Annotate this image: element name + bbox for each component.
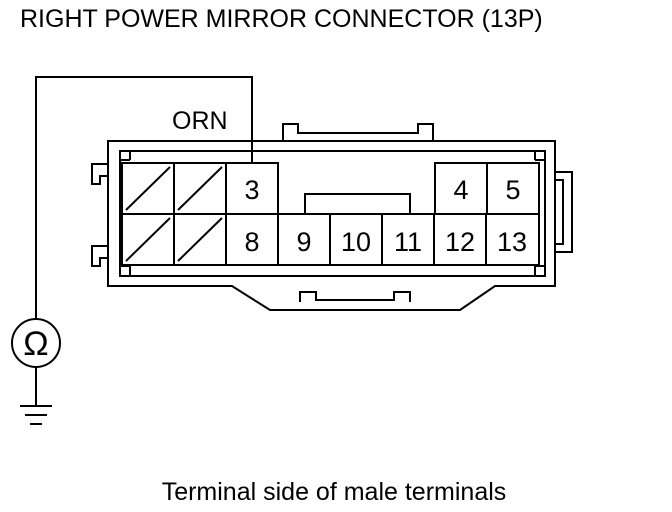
terminal-5-label: 5 (505, 175, 520, 205)
terminal-9-label: 9 (296, 227, 311, 257)
bottom-row-terminals: 8 9 10 11 12 13 (225, 213, 540, 266)
terminal-8-label: 8 (244, 227, 259, 257)
wire-color-label: ORN (172, 107, 228, 135)
ohmmeter-symbol: Ω (23, 325, 48, 363)
ground-icon (20, 405, 52, 425)
ohmmeter-icon: Ω (11, 318, 61, 406)
terminal-10-label: 10 (341, 227, 371, 257)
top-row-terminals: 3 4 5 (225, 162, 540, 215)
test-lead-wire (35, 76, 253, 318)
terminal-13 (485, 213, 540, 266)
connector-housing (91, 123, 573, 311)
terminal-3-label: 3 (244, 175, 259, 205)
diagram-caption: Terminal side of male terminals (162, 478, 507, 506)
terminal-4-label: 4 (453, 175, 468, 205)
terminal-13-label: 13 (497, 227, 527, 257)
terminal-11-label: 11 (394, 227, 422, 257)
blank-cavities (121, 162, 227, 266)
diagram-title: RIGHT POWER MIRROR CONNECTOR (13P) (20, 5, 543, 33)
terminal-12-label: 12 (445, 227, 475, 257)
